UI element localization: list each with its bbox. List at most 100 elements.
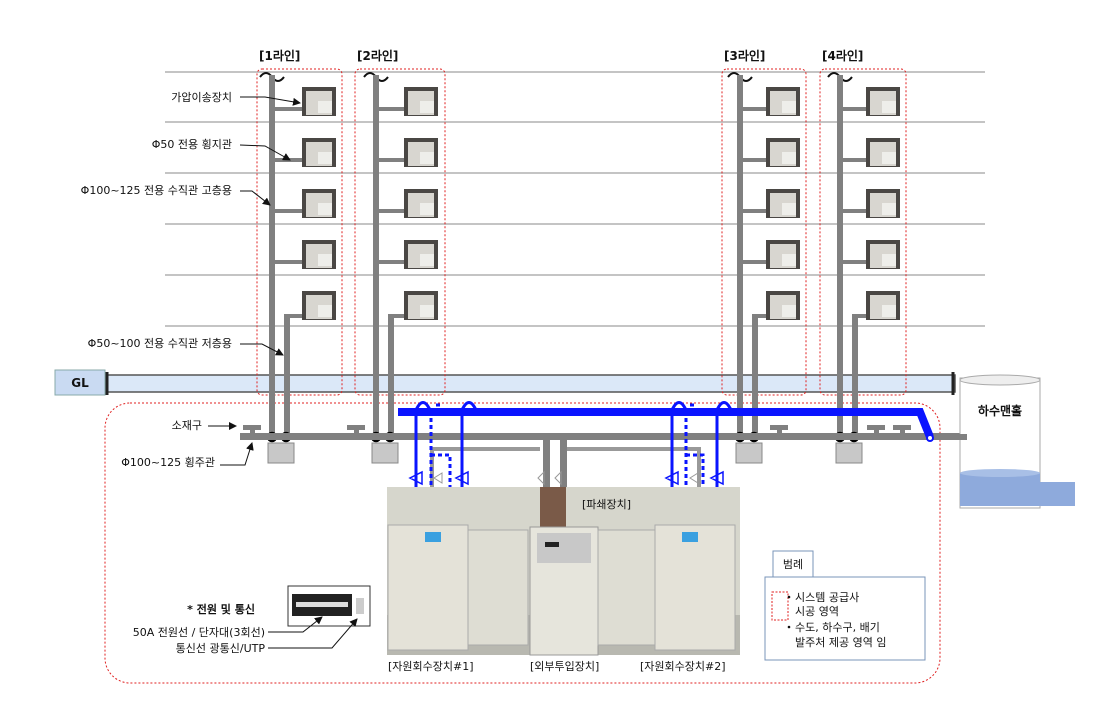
pressure-transfer-unit [766, 87, 800, 116]
legend-item2-line1: 수도, 하수구, 배기 [795, 620, 880, 634]
power-terminal-block [287, 585, 371, 627]
collection-box [835, 442, 863, 464]
riser-high [373, 75, 379, 437]
basement-supply-area [104, 402, 941, 684]
supply-area-box [256, 68, 343, 396]
line-label: [3라인] [724, 48, 765, 63]
branch-pipe [376, 209, 404, 213]
branch-pipe [740, 107, 766, 111]
building-line-2: [2라인] [354, 48, 446, 464]
pressure-transfer-unit [866, 138, 900, 167]
building-lines: [1라인] [2라인] [3라인] [4라인] [256, 48, 907, 464]
floor-line [165, 274, 985, 276]
building-line-1: [1라인] [256, 48, 343, 464]
supply-area-box [819, 68, 907, 396]
riser-low [752, 315, 758, 437]
comm-line-label: 통신선 광통신/UTP [176, 642, 266, 655]
floor-line [165, 172, 985, 174]
pressure-transfer-unit [404, 291, 438, 320]
riser-low [284, 315, 290, 437]
photo-label-recovery-1: [자원회수장치#1] [388, 660, 474, 673]
pressure-transfer-unit [866, 291, 900, 320]
legend-red-box-icon [771, 591, 789, 621]
branch-pipe [272, 209, 302, 213]
pressure-transfer-unit [404, 189, 438, 218]
pressure-transfer-unit [766, 189, 800, 218]
branch-pipe [376, 158, 404, 162]
gray-valves [433, 470, 699, 486]
pressure-transfer-unit [302, 240, 336, 269]
branch-pipe [272, 107, 302, 111]
pressure-transfer-unit [404, 138, 438, 167]
collection-box [735, 442, 763, 464]
manhole-label: 하수맨홀 [978, 403, 1022, 418]
collection-box [371, 442, 399, 464]
legend-item1-line1: 시스템 공급사 [795, 591, 859, 604]
riser-high [737, 75, 743, 437]
cleanout-label: 소재구 [172, 419, 202, 432]
line-label: [1라인] [259, 48, 300, 63]
branch-pipe [840, 107, 866, 111]
branch-pipe [740, 209, 766, 213]
floor-line [165, 325, 985, 327]
branch-pipe [272, 260, 302, 264]
ground-label: GL [71, 376, 89, 390]
pressure-transfer-unit [302, 138, 336, 167]
line-label: [2라인] [357, 48, 398, 63]
branch-pipe [840, 158, 866, 162]
sewer-manhole: 하수맨홀 [959, 374, 1075, 509]
ground-level-bar [106, 374, 956, 393]
supply-area-box [354, 68, 446, 396]
pressure-transfer-unit [766, 138, 800, 167]
pressure-transfer-unit [404, 87, 438, 116]
pressure-transfer-unit [866, 189, 900, 218]
branch-pipe [740, 158, 766, 162]
riser-high [837, 75, 843, 437]
branch-pipe [376, 107, 404, 111]
annotations: 가압이송장치 Φ50 전용 횡지관 Φ100~125 전용 수직관 고층용 Φ5… [81, 91, 301, 469]
floor-line [165, 71, 985, 73]
cleanout-fittings [243, 425, 911, 435]
building-line-4: [4라인] [819, 48, 907, 464]
riser-high [269, 75, 275, 437]
legend: 범례 시스템 공급사 시공 영역 수도, 하수구, 배기 발주처 제공 영역 임 [764, 550, 926, 661]
legend-item2-line2: 발주처 제공 영역 임 [795, 636, 886, 649]
photo-label-recovery-2: [자원회수장치#2] [640, 660, 726, 673]
pressure-transfer-unit [302, 291, 336, 320]
branch-pipe-label: Φ50 전용 횡지관 [152, 138, 232, 151]
ground-label-box [54, 369, 106, 396]
pressure-transfer-unit [404, 240, 438, 269]
equipment-photo: [파쇄장치] [387, 487, 740, 656]
crusher-label: [파쇄장치] [582, 498, 631, 511]
floor-lines [165, 71, 985, 327]
riser-high-label: Φ100~125 전용 수직관 고층용 [81, 184, 232, 197]
collection-box [267, 442, 295, 464]
branch-pipe [740, 260, 766, 264]
building-line-3: [3라인] [721, 48, 807, 464]
pressure-unit-label: 가압이송장치 [171, 91, 232, 104]
pressure-transfer-unit [866, 240, 900, 269]
floor-line [165, 223, 985, 225]
power-line-label: 50A 전원선 / 단자대(3회선) [133, 626, 265, 639]
riser-low-label: Φ50~100 전용 수직관 저층용 [88, 337, 232, 350]
riser-low [852, 315, 858, 437]
legend-title: 범례 [783, 558, 803, 571]
main-pipe-label: Φ100~125 횡주관 [121, 456, 215, 469]
pressure-transfer-unit [766, 240, 800, 269]
branch-pipe [376, 260, 404, 264]
photo-label-external-input: [외부투입장치] [530, 660, 599, 673]
branch-pipe [840, 260, 866, 264]
pressure-transfer-unit [766, 291, 800, 320]
riser-low [388, 315, 394, 437]
pressure-transfer-unit [866, 87, 900, 116]
legend-item1-line2: 시공 영역 [795, 605, 839, 618]
pressure-transfer-unit [302, 87, 336, 116]
line-label: [4라인] [822, 48, 863, 63]
supply-area-box [721, 68, 807, 396]
floor-line [165, 121, 985, 123]
power-title: * 전원 및 통신 [187, 602, 255, 616]
pressure-transfer-unit [302, 189, 336, 218]
branch-pipe [840, 209, 866, 213]
water-supply-pipes [398, 401, 934, 520]
